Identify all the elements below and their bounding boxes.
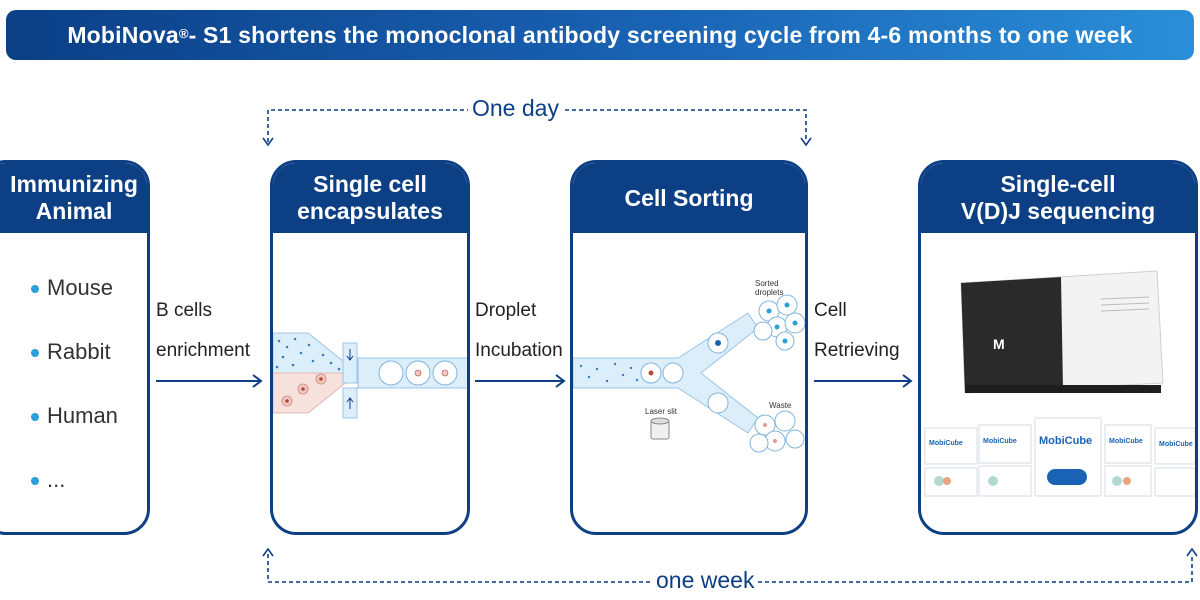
list-item: ... (31, 467, 118, 531)
card-header: Cell Sorting (573, 163, 805, 233)
card-title-line2: encapsulates (297, 198, 443, 224)
card-title-line2: Animal (35, 198, 113, 224)
bullet-icon (31, 477, 39, 485)
step-droplet-incubation: Droplet Incubation (475, 296, 563, 366)
small-droplets (579, 362, 639, 383)
step-line1: Droplet (475, 300, 537, 321)
step-line2: Retrieving (814, 340, 900, 361)
list-item: Mouse (31, 275, 118, 339)
oil-inlet-top (342, 342, 358, 384)
one-day-arrow-right (800, 137, 812, 147)
card-header: Single-cell V(D)J sequencing (921, 163, 1195, 233)
kit-boxes (924, 417, 1195, 497)
card-header: Single cell encapsulates (273, 163, 467, 233)
card-title-line1: Immunizing (10, 171, 138, 197)
one-week-arrow-left (262, 547, 274, 557)
header-banner: MobiNova® - S1 shortens the monoclonal a… (6, 10, 1194, 60)
one-week-arrow-right (1186, 547, 1198, 557)
step-line1: B cells (156, 300, 212, 321)
inlet-channel-bottom (273, 372, 360, 414)
step-line1: Cell (814, 300, 847, 321)
trademark-symbol: ® (178, 25, 189, 41)
animal-ellipsis: ... (47, 467, 66, 492)
card-cell-sorting: Cell Sorting Sorted droplets Laser (570, 160, 808, 535)
microfluidic-encapsulation-illustration (273, 332, 467, 419)
laser-slit-label: Laser slit (645, 407, 678, 416)
card-single-cell-encapsulates: Single cell encapsulates (270, 160, 470, 535)
step-line2: Incubation (475, 340, 563, 361)
card-title-line1: Single-cell (1000, 171, 1116, 197)
one-week-label: one week (652, 567, 759, 594)
svg-text:M: M (993, 336, 1005, 352)
arrow-step-2 (475, 374, 566, 388)
svg-text:MobiCube: MobiCube (983, 438, 1017, 445)
bullet-icon (31, 285, 39, 293)
one-day-label: One day (468, 95, 563, 122)
waste-droplets-cluster (749, 410, 805, 453)
card-title-line1: Single cell (313, 171, 427, 197)
cell-sorting-illustration (573, 294, 805, 453)
sorted-droplets-label: Sorted droplets (755, 279, 784, 297)
card-header: Immunizing Animal (0, 163, 147, 233)
laser-device-icon (650, 417, 670, 440)
bullet-icon (31, 349, 39, 357)
arrow-step-3 (814, 374, 913, 388)
header-brand: MobiNova (67, 21, 179, 48)
header-text: - S1 shortens the monoclonal antibody sc… (188, 21, 1133, 48)
card-title-line1: Cell Sorting (624, 184, 754, 211)
one-day-arrow-left (262, 137, 274, 147)
animal-list: Mouse Rabbit Human ... (31, 275, 118, 531)
arrow-step-1 (156, 374, 263, 388)
svg-text:MobiCube: MobiCube (1159, 441, 1193, 448)
svg-text:MobiCube: MobiCube (1109, 438, 1143, 445)
step-line2: enrichment (156, 340, 250, 361)
list-item: Human (31, 403, 118, 467)
beads (275, 337, 341, 371)
waste-label: Waste (769, 401, 792, 410)
list-item: Rabbit (31, 339, 118, 403)
step-b-cells-enrichment: B cells enrichment (156, 296, 250, 366)
cells (281, 373, 327, 407)
kit-brand-label: MobiCube (1039, 435, 1093, 447)
card-immunizing-animal: Immunizing Animal Mouse Rabbit Human ... (0, 160, 150, 535)
step-cell-retrieving: Cell Retrieving (814, 296, 900, 366)
animal-mouse: Mouse (47, 275, 114, 300)
card-title-line2: V(D)J sequencing (960, 198, 1156, 224)
animal-human: Human (47, 403, 118, 428)
animal-rabbit: Rabbit (47, 339, 111, 364)
svg-text:MobiCube: MobiCube (929, 440, 963, 447)
bullet-icon (31, 413, 39, 421)
